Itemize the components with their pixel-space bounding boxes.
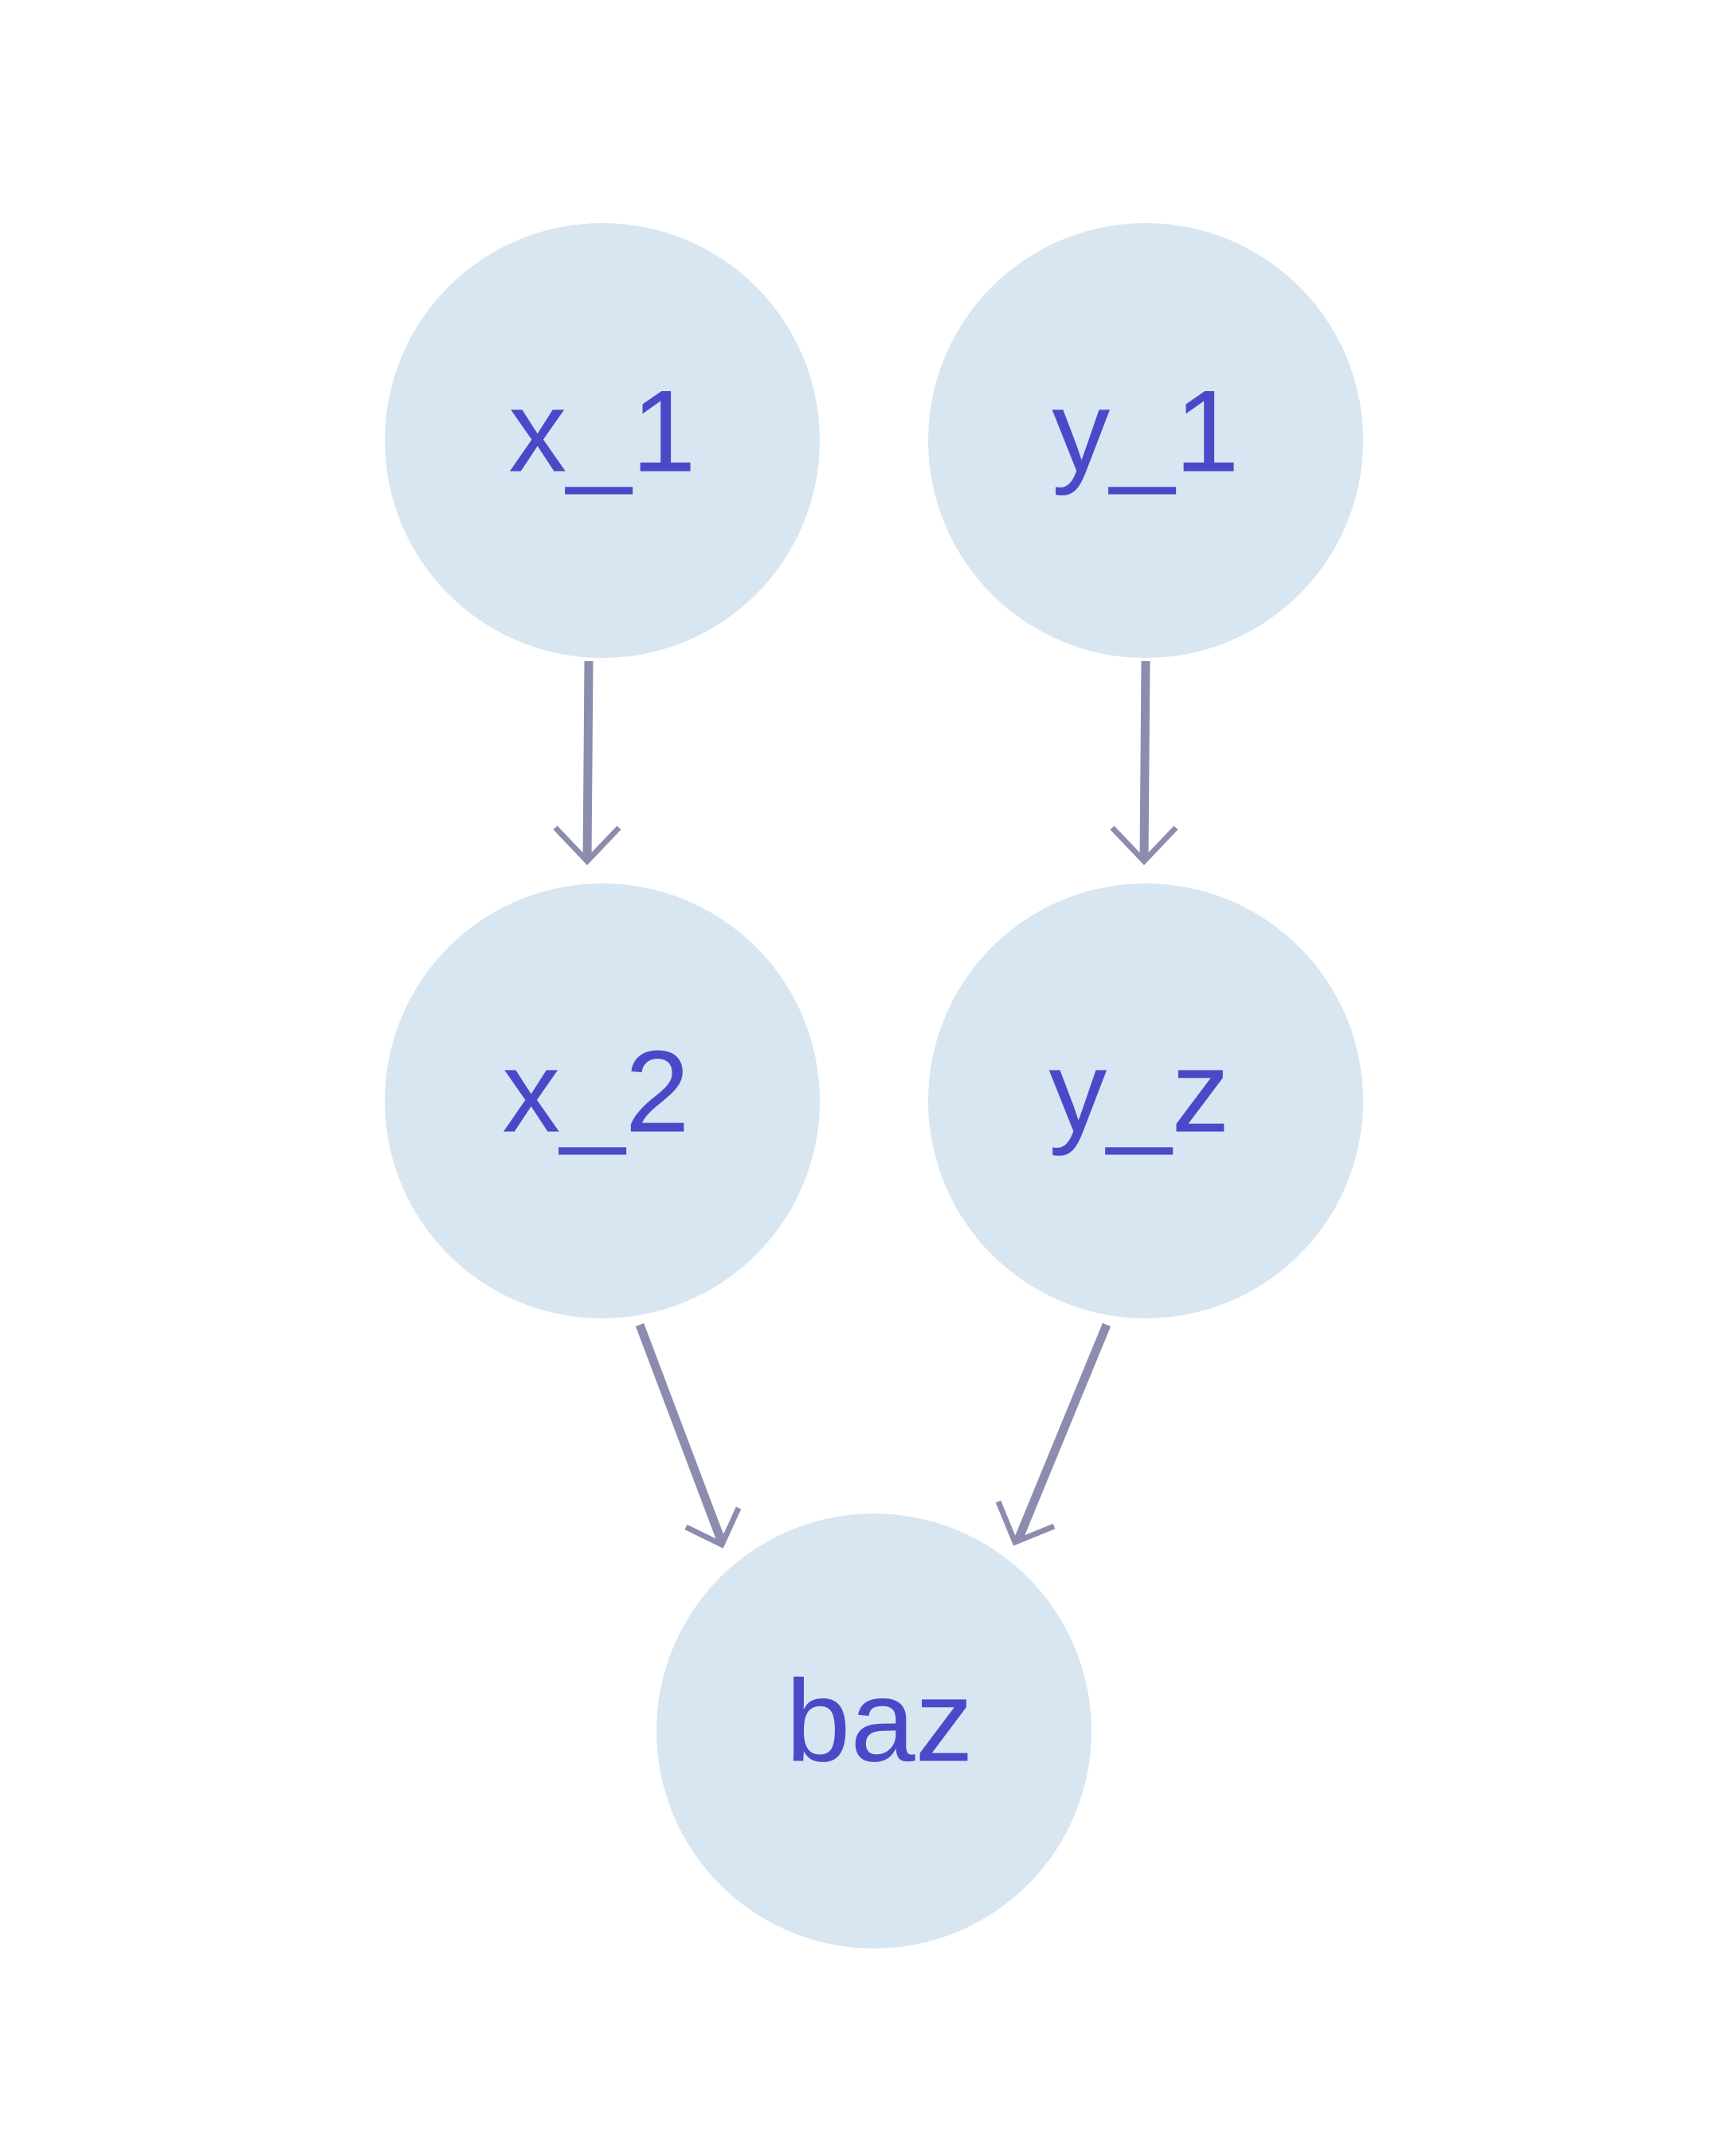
node-circle — [385, 883, 820, 1318]
node-y_z: y_z — [928, 883, 1363, 1318]
node-x_1: x_1 — [385, 223, 820, 658]
node-circle — [928, 223, 1363, 658]
node-circle — [656, 1514, 1091, 1948]
node-label: y_1 — [1052, 366, 1239, 496]
node-label: x_2 — [502, 1027, 689, 1157]
edge-x_1-to-x_2 — [553, 660, 621, 866]
node-y_1: y_1 — [928, 223, 1363, 658]
edge-y_1-to-y_z — [1110, 660, 1178, 866]
node-label: x_1 — [508, 366, 696, 496]
node-circle — [385, 223, 820, 658]
node-label: baz — [786, 1656, 973, 1786]
node-x_2: x_2 — [385, 883, 820, 1318]
node-baz: baz — [656, 1514, 1091, 1948]
node-label: y_z — [1048, 1027, 1229, 1157]
edges — [553, 660, 1178, 1549]
edge-x_2-to-baz — [635, 1323, 742, 1549]
node-circle — [928, 883, 1363, 1318]
edge-y_z-to-baz — [995, 1322, 1111, 1546]
